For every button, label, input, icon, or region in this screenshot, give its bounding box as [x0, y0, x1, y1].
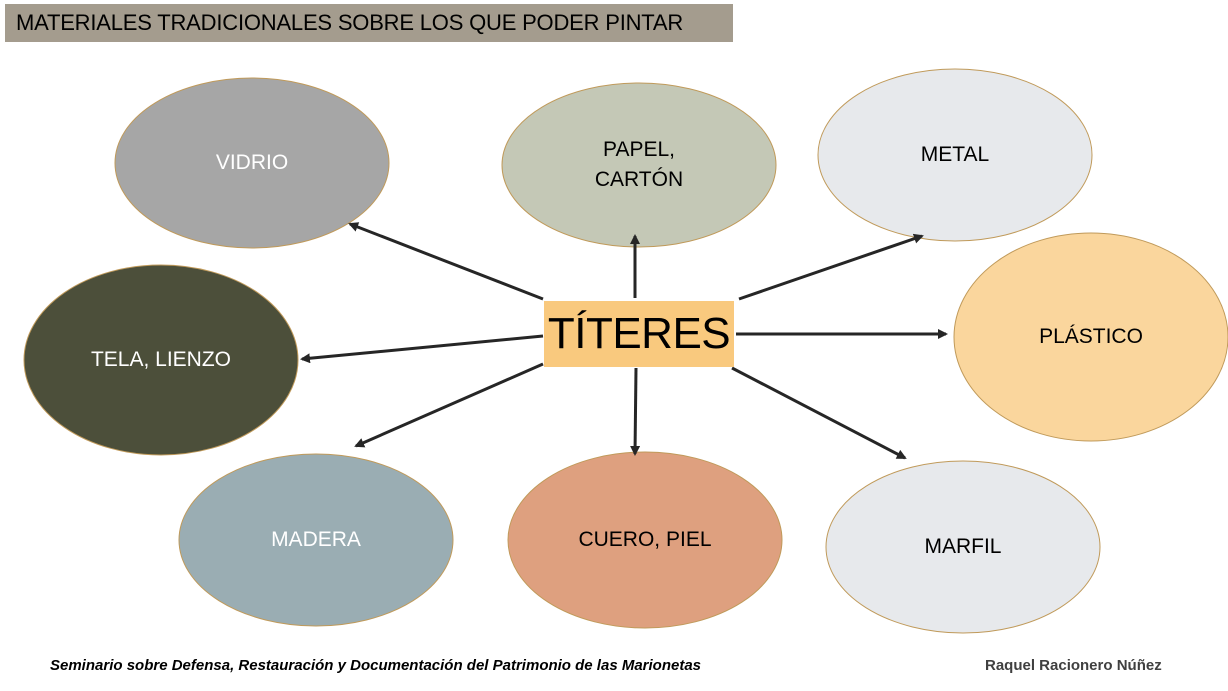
center-node-titeres: TÍTERES — [544, 301, 734, 367]
footer-seminar: Seminario sobre Defensa, Restauración y … — [50, 657, 702, 674]
material-node-metal — [817, 68, 1093, 242]
material-label-cuero: CUERO, PIEL — [578, 528, 712, 551]
material-node-marfil — [825, 460, 1101, 634]
material-node-tela — [23, 264, 299, 456]
material-label-plastico: PLÁSTICO — [1039, 325, 1143, 348]
material-node-madera — [178, 453, 454, 627]
material-label-marfil: MARFIL — [924, 535, 1002, 558]
arrow-to-metal — [738, 233, 924, 301]
arrow-to-marfil — [731, 366, 907, 460]
arrow-to-tela — [300, 334, 544, 364]
material-node-cuero — [507, 451, 783, 629]
material-label-papel: PAPEL, CARTÓN — [594, 138, 684, 191]
arrow-to-cuero — [630, 367, 641, 456]
material-label-metal: METAL — [920, 143, 990, 166]
material-node-plastico — [953, 232, 1228, 442]
slide-title: MATERIALES TRADICIONALES SOBRE LOS QUE P… — [5, 4, 733, 42]
arrow-to-madera — [354, 362, 544, 448]
material-node-papel — [501, 82, 777, 248]
center-label: TÍTERES — [547, 309, 731, 358]
arrow-to-vidrio — [348, 222, 544, 301]
material-label-vidrio: VIDRIO — [215, 151, 289, 174]
footer-author: Raquel Racionero Núñez — [985, 657, 1162, 674]
material-node-vidrio — [114, 77, 390, 249]
material-label-tela: TELA, LIENZO — [90, 348, 232, 371]
material-label-madera: MADERA — [271, 528, 361, 551]
